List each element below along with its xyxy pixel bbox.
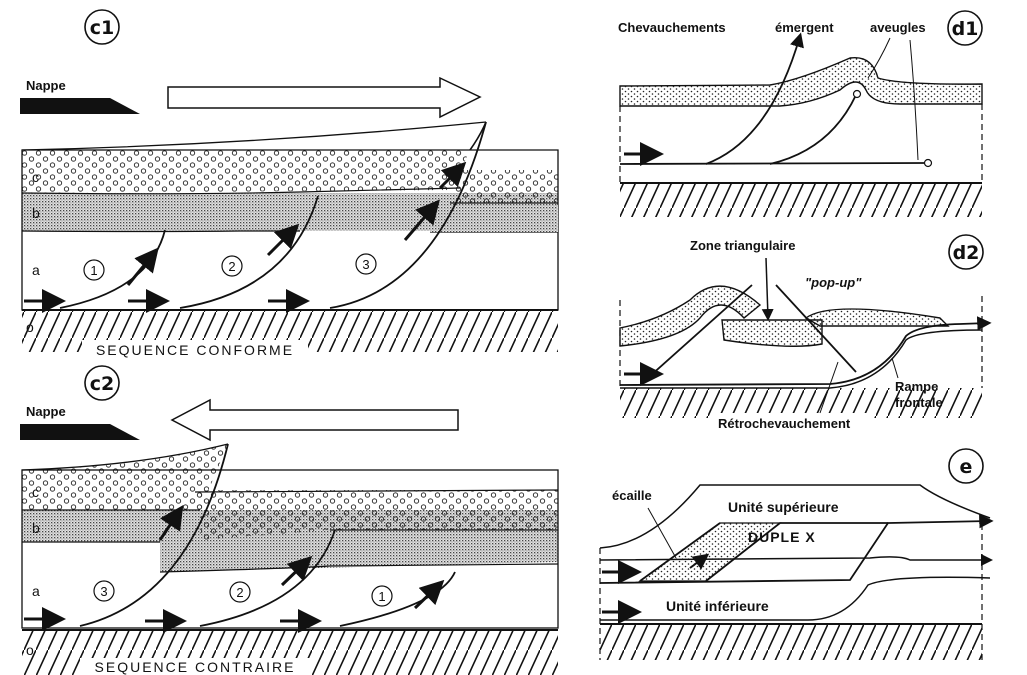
- panel-e-tag: e: [960, 456, 973, 478]
- panel-c1: c1 Nappe 1 2 3 c b: [20, 9, 559, 360]
- c2-thrust-3: [79, 443, 229, 627]
- panel-d2: d2 Zone triangulaire "pop-up" Rampe fron…: [619, 234, 992, 431]
- d2-backthrust: [775, 284, 857, 373]
- d1-title: Chevauchements: [618, 20, 726, 35]
- panel-c1-tag: c1: [90, 17, 114, 39]
- d2-ramp-label-line2: frontale: [895, 395, 943, 410]
- panel-c2: c2 Nappe 3 2 1 c b a o: [20, 365, 559, 675]
- d2-pop-up-label: "pop-up": [805, 275, 862, 290]
- d1-emergent-thrust: [705, 32, 804, 165]
- c2-layer-label-c: c: [32, 484, 39, 500]
- c2-thrust-1: [339, 571, 456, 627]
- d2-ramp-label-line1: Rampe: [895, 379, 938, 394]
- c2-thrust-number-3: 3: [100, 584, 107, 599]
- c2-caption: SEQUENCE CONTRAIRE: [95, 659, 296, 675]
- c1-thrust-3: [329, 121, 487, 309]
- d1-blind-label: aveugles: [870, 20, 926, 35]
- c1-movement-arrow-right: [167, 76, 482, 119]
- d2-triangle-zone-label: Zone triangulaire: [690, 238, 795, 253]
- e-lower-unit-label: Unité inférieure: [666, 598, 769, 614]
- c1-nappe-label: Nappe: [26, 78, 66, 93]
- e-upper-unit-top: [599, 484, 991, 549]
- c2-movement-arrow-left: [170, 398, 459, 442]
- c1-layer-label-b: b: [32, 205, 40, 221]
- c1-layer-c: [22, 150, 470, 193]
- panel-c2-tag: c2: [90, 373, 114, 395]
- c2-nappe-arrow: [20, 424, 140, 440]
- c1-thrust-number-2: 2: [228, 259, 235, 274]
- d2-frontal-ramp: [619, 316, 992, 386]
- c2-layer-label-a: a: [32, 583, 40, 599]
- panel-d2-tag: d2: [953, 242, 980, 264]
- panel-c1-circle: [84, 9, 120, 45]
- c1-thrust-number-3: 3: [362, 257, 369, 272]
- panel-c2-circle: [84, 365, 120, 401]
- d1-emergent-label: émergent: [775, 20, 834, 35]
- c1-thrust-1: [59, 229, 166, 309]
- c2-thrust-number-2: 2: [236, 585, 243, 600]
- panel-e: e écaille Unité supérieure DUPLE X Unité…: [599, 448, 994, 660]
- d2-backthrust-label: Rétrochevauchement: [718, 416, 851, 431]
- e-horse-label: écaille: [612, 488, 652, 503]
- c2-layer-c: [22, 444, 228, 510]
- d1-dotted-layer: [619, 56, 983, 107]
- c1-nappe-arrow: [20, 98, 140, 114]
- panel-d1-tag: d1: [952, 18, 979, 40]
- panel-d1: d1 Chevauchements émergent aveugles: [618, 10, 983, 217]
- c2-nappe-label: Nappe: [26, 404, 66, 419]
- c1-layer-label-c: c: [32, 169, 39, 185]
- c1-layer-label-a: a: [32, 262, 40, 278]
- e-upper-unit-label: Unité supérieure: [728, 499, 839, 515]
- c2-thrust-2: [199, 529, 336, 627]
- c2-thrust-number-1: 1: [378, 589, 385, 604]
- c2-layer-label-b: b: [32, 520, 40, 536]
- c1-thrust-2: [179, 195, 319, 309]
- c1-caption: SEQUENCE CONFORME: [96, 342, 294, 358]
- c1-thrust-number-1: 1: [90, 263, 97, 278]
- d1-blind-thrust: [769, 94, 857, 165]
